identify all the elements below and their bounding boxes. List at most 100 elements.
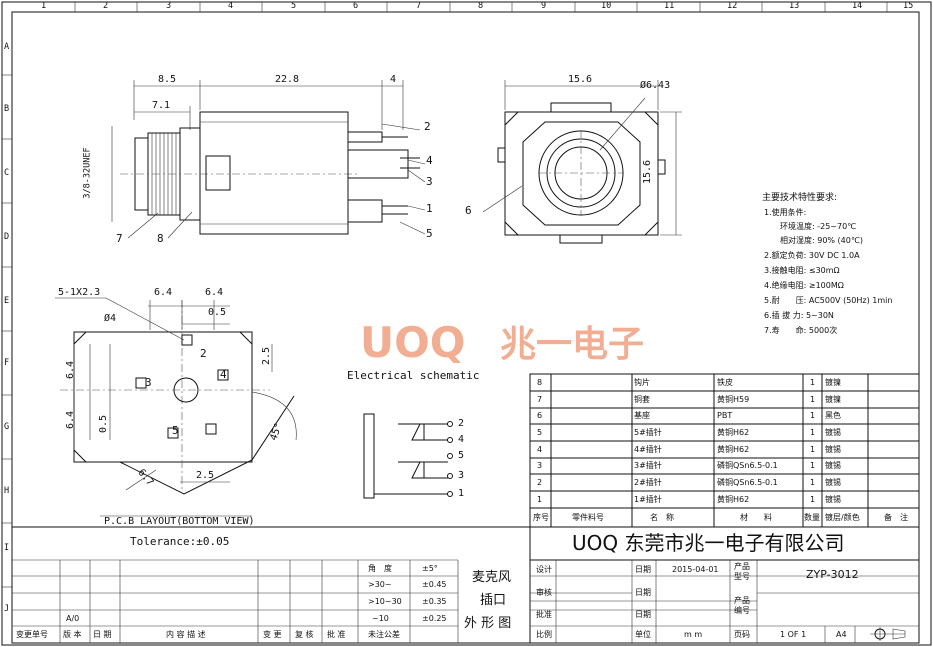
bom-qty: 1 — [810, 378, 816, 387]
tol-value: ±0.35 — [422, 597, 447, 606]
bom-finish: 镀锡 — [825, 495, 841, 504]
zone-col-12: 12 — [727, 1, 738, 11]
bom-name: 2#插针 — [634, 478, 662, 487]
svg-text:兆一电子: 兆一电子 — [500, 324, 644, 365]
zone-col-10: 10 — [601, 1, 612, 11]
bom-no: 7 — [537, 395, 543, 404]
pcb-dim-dia-4: Ø4 — [104, 313, 117, 324]
bom-finish: 镀锡 — [825, 478, 841, 487]
tol-value: ±0.45 — [422, 580, 447, 589]
schematic-pin-2: 2 — [458, 418, 465, 429]
spec-line: 4.绝缘电阻: ≥100MΩ — [764, 281, 844, 290]
zone-row-j: J — [4, 604, 10, 614]
bom-name: 钩片 — [634, 378, 650, 387]
zone-col-6: 6 — [353, 1, 359, 11]
pcb-dim-6-4-b: 6.4 — [205, 287, 224, 298]
zone-col-5: 5 — [291, 1, 297, 11]
zone-col-7: 7 — [416, 1, 422, 11]
bom-qty: 1 — [810, 445, 816, 454]
zone-col-11: 11 — [664, 1, 675, 11]
product-model-label: 产品型号 — [734, 562, 750, 581]
zone-row-d: D — [4, 232, 10, 242]
zone-row-c: C — [4, 168, 10, 178]
approve-label: 批准 — [536, 610, 552, 619]
spec-line: 3.接触电阻: ≤30mΩ — [764, 266, 840, 275]
zone-row-e: E — [4, 296, 10, 306]
front-view-drawing — [482, 80, 682, 244]
pcb-pin-4: 4 — [220, 368, 227, 381]
front-diameter: Ø6.43 — [640, 80, 671, 91]
zone-row-g: G — [4, 422, 10, 432]
callout-1: 1 — [426, 202, 433, 215]
bom-qty: 1 — [810, 428, 816, 437]
rev-label-description: 内 容 描 述 — [166, 630, 206, 639]
zone-col-8: 8 — [478, 1, 484, 11]
product-name-3: 外 形 图 — [464, 616, 512, 631]
tol-range: ~10 — [372, 614, 389, 623]
pcb-tolerance: Tolerance:±0.05 — [130, 535, 230, 548]
pcb-dim-6-4-c: 6.4 — [65, 360, 77, 380]
product-name-2: 插口 — [480, 593, 507, 608]
zone-col-13: 13 — [789, 1, 800, 11]
zone-col-9: 9 — [541, 1, 547, 11]
zone-col-3: 3 — [166, 1, 172, 11]
zone-row-h: H — [4, 486, 10, 496]
bom-header-qty: 数量 — [804, 513, 820, 522]
pcb-dim-2-5-a: 2.5 — [261, 346, 273, 366]
bom-header-material: 材 料 — [740, 513, 772, 522]
tol-note-label: 未注公差 — [368, 630, 400, 639]
pcb-dim-0-5-a: 0.5 — [208, 307, 227, 318]
schematic-title: Electrical schematic — [347, 369, 480, 382]
spec-line: 6.插 拔 力: 5~30N — [764, 311, 834, 320]
design-label: 设计 — [536, 565, 552, 574]
bom-material: PBT — [717, 411, 733, 420]
side-view-drawing — [111, 80, 426, 239]
bom-material: 黄铜H59 — [717, 395, 750, 404]
bom-material: 铁皮 — [717, 378, 733, 387]
bom-finish: 镀镍 — [825, 395, 841, 404]
tol-range: >30~ — [368, 580, 392, 589]
schematic-pin-4: 4 — [458, 434, 465, 445]
bom-material: 磷铜QSn6.5-0.1 — [717, 461, 778, 470]
bom-no: 4 — [537, 445, 543, 454]
pcb-dim-6-4-a: 6.4 — [154, 287, 173, 298]
zone-col-4: 4 — [228, 1, 234, 11]
pcb-hole-spec: 5-1X2.3 — [58, 287, 101, 298]
bom-name: 4#插针 — [634, 445, 662, 454]
dim-4: 4 — [390, 74, 397, 85]
rev-label-change-no: 变更单号 — [16, 630, 48, 639]
bom-finish: 镀锡 — [825, 428, 841, 437]
zone-row-f: F — [4, 358, 10, 368]
product-model: ZYP-3012 — [806, 568, 859, 581]
product-name-1: 麦克风 — [472, 570, 512, 585]
specs-title: 主要技术特性要求: — [762, 193, 838, 203]
spec-line: 7.寿 命: 5000次 — [764, 326, 838, 335]
date-value: 2015-04-01 — [672, 565, 719, 574]
bom-material: 黄铜H62 — [717, 428, 750, 437]
zone-col-14: 14 — [852, 1, 863, 11]
spec-line: 相对湿度: 90% (40℃) — [780, 236, 863, 245]
thread-spec: 3/8-32UNEF — [82, 147, 93, 199]
title-block-lines — [11, 526, 920, 644]
bom-qty: 1 — [810, 461, 816, 470]
callout-5: 5 — [426, 227, 433, 240]
page-label: 页码 — [734, 630, 750, 639]
pcb-pin-2: 2 — [200, 347, 207, 360]
bom-name: 1#插针 — [634, 495, 662, 504]
tol-value: ±0.25 — [422, 614, 447, 623]
bom-name: 基座 — [634, 411, 650, 420]
rev-label-change: 变 更 — [263, 630, 282, 639]
bom-header-name: 名 称 — [650, 513, 674, 522]
tol-range: >10~30 — [368, 597, 402, 606]
svg-text:UOQ: UOQ — [360, 318, 466, 367]
review-label: 审核 — [536, 588, 552, 597]
spec-line: 2.额定负荷: 30V DC 1.0A — [764, 251, 860, 260]
dim-22-8: 22.8 — [275, 74, 300, 85]
bom-qty: 1 — [810, 478, 816, 487]
pcb-pin-5: 5 — [172, 424, 179, 437]
zone-row-i: I — [4, 543, 10, 553]
pcb-dim-2-5-b: 2.5 — [196, 470, 215, 481]
schematic-pin-5: 5 — [458, 450, 465, 461]
unit-value: m m — [684, 630, 703, 639]
